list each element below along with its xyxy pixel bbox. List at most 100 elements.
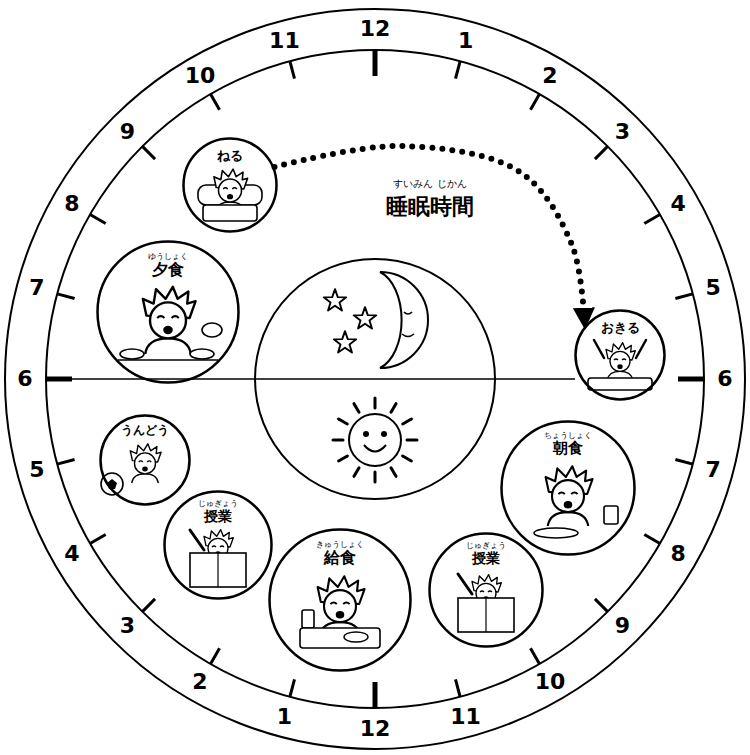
circle-border — [165, 492, 272, 599]
sun-ray — [339, 419, 348, 424]
dish — [120, 349, 144, 359]
hour-number: 2 — [542, 63, 557, 88]
hour-tick — [531, 94, 540, 110]
sun-ray — [374, 398, 377, 408]
dial-outer-ring — [5, 9, 745, 749]
circle-border — [430, 534, 543, 647]
book — [190, 553, 246, 587]
hour-tick — [142, 146, 155, 159]
blanket — [588, 378, 652, 390]
star — [334, 331, 356, 352]
blanket — [203, 205, 257, 221]
activity-name: おきる — [601, 321, 640, 336]
hour-tick — [290, 679, 295, 696]
hour-number: 7 — [705, 457, 720, 482]
hour-tick — [211, 648, 220, 664]
sun-rays — [333, 398, 417, 482]
hour-number: 3 — [615, 119, 630, 144]
activity-name: 授業 — [472, 550, 500, 566]
activity-circle: ゆうしょく夕食 — [96, 240, 240, 384]
sun-ray — [403, 456, 412, 461]
hour-tick — [455, 61, 460, 78]
hour-tick — [675, 459, 692, 464]
activity-name: ねる — [217, 149, 243, 164]
sun-smile — [364, 445, 386, 452]
milk — [302, 610, 314, 628]
activity-circle: きゅうしょく給食 — [268, 528, 412, 672]
hour-number: 8 — [64, 191, 79, 216]
hour-number: 8 — [670, 541, 685, 566]
moon-face — [402, 312, 414, 337]
cup — [604, 506, 618, 524]
activity-circle: ねる — [182, 137, 278, 233]
activity-circle: おきる — [574, 309, 666, 401]
sports-kid — [130, 444, 161, 483]
hour-tick — [57, 294, 74, 299]
circle-border — [576, 311, 665, 400]
dish — [190, 349, 214, 359]
hour-number: 4 — [64, 541, 79, 566]
circle-border — [101, 416, 190, 505]
ruby-reading: じゅぎょう — [198, 499, 238, 508]
sleep-arrow — [275, 146, 585, 325]
hour-number: 12 — [360, 16, 391, 41]
activity-circle: じゅぎょう授業 — [163, 490, 273, 600]
activity-circle: じゅぎょう授業 — [428, 532, 544, 648]
raised-hand — [458, 574, 472, 594]
ruby-reading: すいみん じかん — [393, 178, 466, 190]
hour-number: 12 — [360, 716, 391, 741]
hour-tick — [90, 535, 106, 544]
tray — [300, 628, 380, 648]
hour-tick — [531, 648, 540, 664]
star — [324, 289, 346, 310]
activity-name: 夕食 — [152, 261, 184, 279]
hour-number: 2 — [192, 669, 207, 694]
book-spine — [217, 553, 218, 587]
hour-tick — [211, 94, 220, 110]
dinner-kid — [143, 287, 196, 354]
circle-border — [98, 242, 239, 383]
hour-tick — [90, 215, 106, 224]
sun-ray — [391, 468, 396, 477]
hour-tick — [57, 459, 74, 464]
sun-ray — [354, 404, 359, 413]
activity-name: 授業 — [204, 508, 232, 524]
ruby-reading: ちょうしょく — [544, 431, 592, 440]
hour-ticks — [46, 50, 704, 708]
sleep-time-label: 睡眠時間 — [386, 194, 474, 219]
hour-number: 9 — [120, 119, 135, 144]
circle-border — [270, 530, 411, 671]
hour-tick — [644, 535, 660, 544]
dial-inner-ring — [46, 50, 704, 708]
hour-tick — [455, 679, 460, 696]
hour-tick — [644, 215, 660, 224]
sun-eye — [363, 431, 369, 437]
ruby-reading: じゅぎょう — [466, 541, 506, 550]
hour-tick — [373, 682, 378, 708]
hour-number: 3 — [120, 614, 135, 639]
activity-circle: うんどう — [99, 414, 191, 506]
hour-number: 1 — [277, 704, 292, 729]
ruby-reading: ゆうしょく — [148, 252, 188, 261]
center-circle — [255, 259, 495, 499]
moon — [380, 272, 428, 368]
hour-number: 11 — [269, 28, 300, 53]
lunch-kid — [318, 576, 365, 636]
hour-number: 11 — [450, 704, 481, 729]
hour-number: 5 — [29, 457, 44, 482]
hour-number: 9 — [615, 614, 630, 639]
bowl — [344, 632, 368, 642]
sun-ray — [407, 439, 417, 442]
sun-ray — [391, 404, 396, 413]
bowl — [202, 323, 222, 337]
sun-ray — [374, 472, 377, 482]
hour-number: 6 — [717, 366, 732, 391]
sun-ray — [333, 439, 343, 442]
activity-name: 朝食 — [553, 440, 583, 457]
hour-tick — [373, 50, 378, 76]
hour-number: 10 — [535, 669, 566, 694]
star — [354, 307, 376, 328]
